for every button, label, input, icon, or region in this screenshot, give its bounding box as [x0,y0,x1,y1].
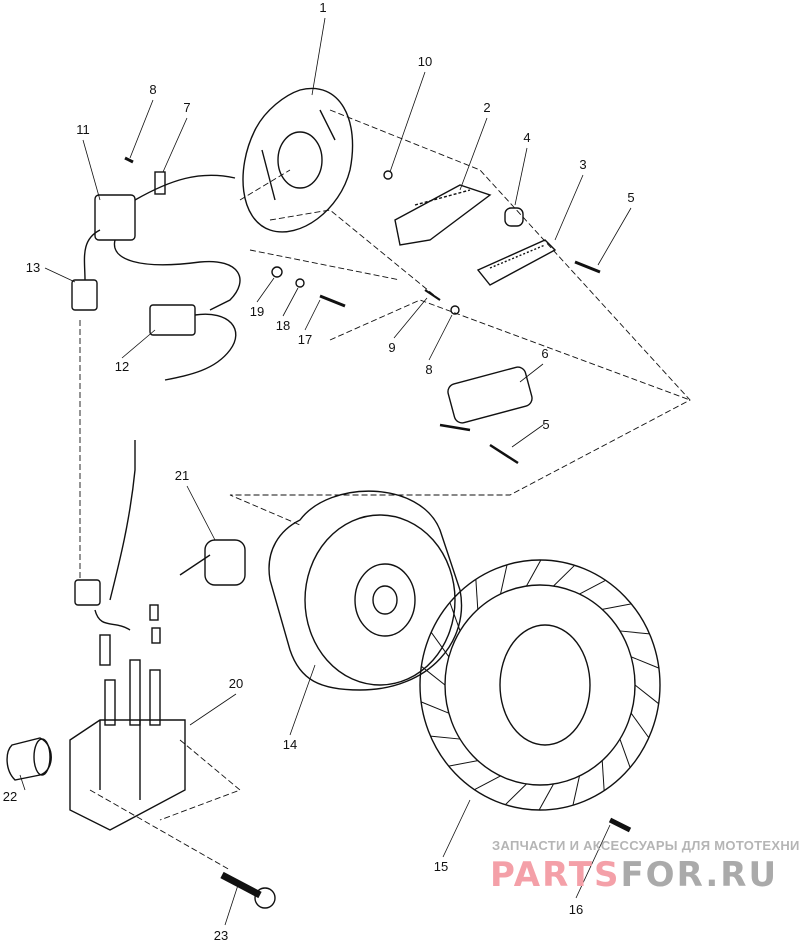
callout-8: 8 [149,82,157,97]
watermark-brand-part2: FOR.RU [620,855,779,895]
fan-blade [619,738,631,768]
cooling-fan [419,559,661,833]
fan-blade [505,783,527,806]
fan-blade [630,656,660,669]
callout-21: 21 [174,468,190,483]
fan-blade [448,760,478,767]
callout-2: 2 [483,100,491,115]
callout-leaders [19,17,632,926]
callout-16: 16 [568,902,584,917]
fan-blade [449,602,461,632]
callout-6: 6 [541,346,549,361]
fan-blade [430,631,450,658]
watermark-brand-part1: PARTS [490,855,621,895]
fan-blade [474,775,501,791]
callout-10: 10 [417,54,433,69]
callout-12: 12 [114,359,130,374]
callout-5: 5 [542,417,550,432]
coils [394,184,601,286]
callout-15: 15 [433,859,449,874]
fan-blade [420,701,450,714]
fan-blade [572,775,580,806]
callout-17: 17 [297,332,313,347]
fan-blade [538,783,554,811]
fan-blade [526,559,542,587]
stator-plate [242,87,354,233]
callout-11: 11 [76,122,90,137]
watermark-logo: PARTSFOR.RU [490,857,778,893]
fan-blade [601,760,605,791]
callout-13: 13 [25,260,41,275]
cap-22 [6,737,52,781]
callout-3: 3 [579,157,587,172]
callout-1: 1 [319,0,327,15]
callout-4: 4 [523,130,531,145]
spark-plug-cap [74,440,246,631]
callout-22: 22 [2,789,18,804]
assembly-lines [79,109,691,871]
cdi-unit [69,604,186,831]
callout-7: 7 [183,100,191,115]
fan-blade [475,579,479,610]
fan-blade [430,735,461,740]
callout-19: 19 [249,304,265,319]
callout-20: 20 [228,676,244,691]
callout-23: 23 [213,928,229,943]
fan-blade [553,564,575,587]
callout-8: 8 [425,362,433,377]
callout-5: 5 [627,190,635,205]
callout-9: 9 [388,340,396,355]
fan-blade [500,564,508,595]
coil-6 [439,366,533,465]
fan-blade [630,712,650,739]
fan-blade [602,603,632,610]
fan-blade [579,579,606,595]
flywheel [268,490,463,691]
washers-screws [124,156,460,315]
fan-blade [634,684,659,705]
watermark-tagline: ЗАПЧАСТИ И АКСЕССУАРЫ ДЛЯ МОТОТЕХНИКИ [492,838,800,853]
callout-14: 14 [282,737,298,752]
callout-18: 18 [275,318,291,333]
fan-blade [421,665,446,686]
fan-blade [619,630,650,635]
bolt-23 [220,871,276,909]
wiring-harness [71,171,241,381]
